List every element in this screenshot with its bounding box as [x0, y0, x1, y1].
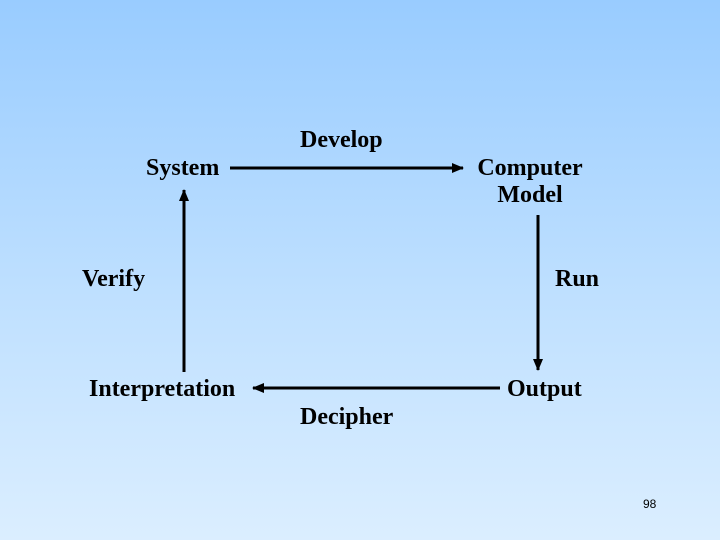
node-computer-model-line2: Model: [497, 182, 563, 208]
node-interpretation: Interpretation: [89, 376, 236, 402]
page-number: 98: [643, 497, 657, 511]
edge-label-verify: Verify: [82, 266, 146, 292]
node-computer-model-line1: Computer: [477, 155, 583, 181]
node-output: Output: [507, 376, 582, 402]
node-computer-model: Computer Model: [470, 155, 590, 209]
edge-label-run: Run: [555, 266, 600, 292]
edge-label-decipher: Decipher: [300, 404, 394, 430]
node-system: System: [146, 155, 220, 181]
edge-label-develop: Develop: [300, 127, 383, 153]
